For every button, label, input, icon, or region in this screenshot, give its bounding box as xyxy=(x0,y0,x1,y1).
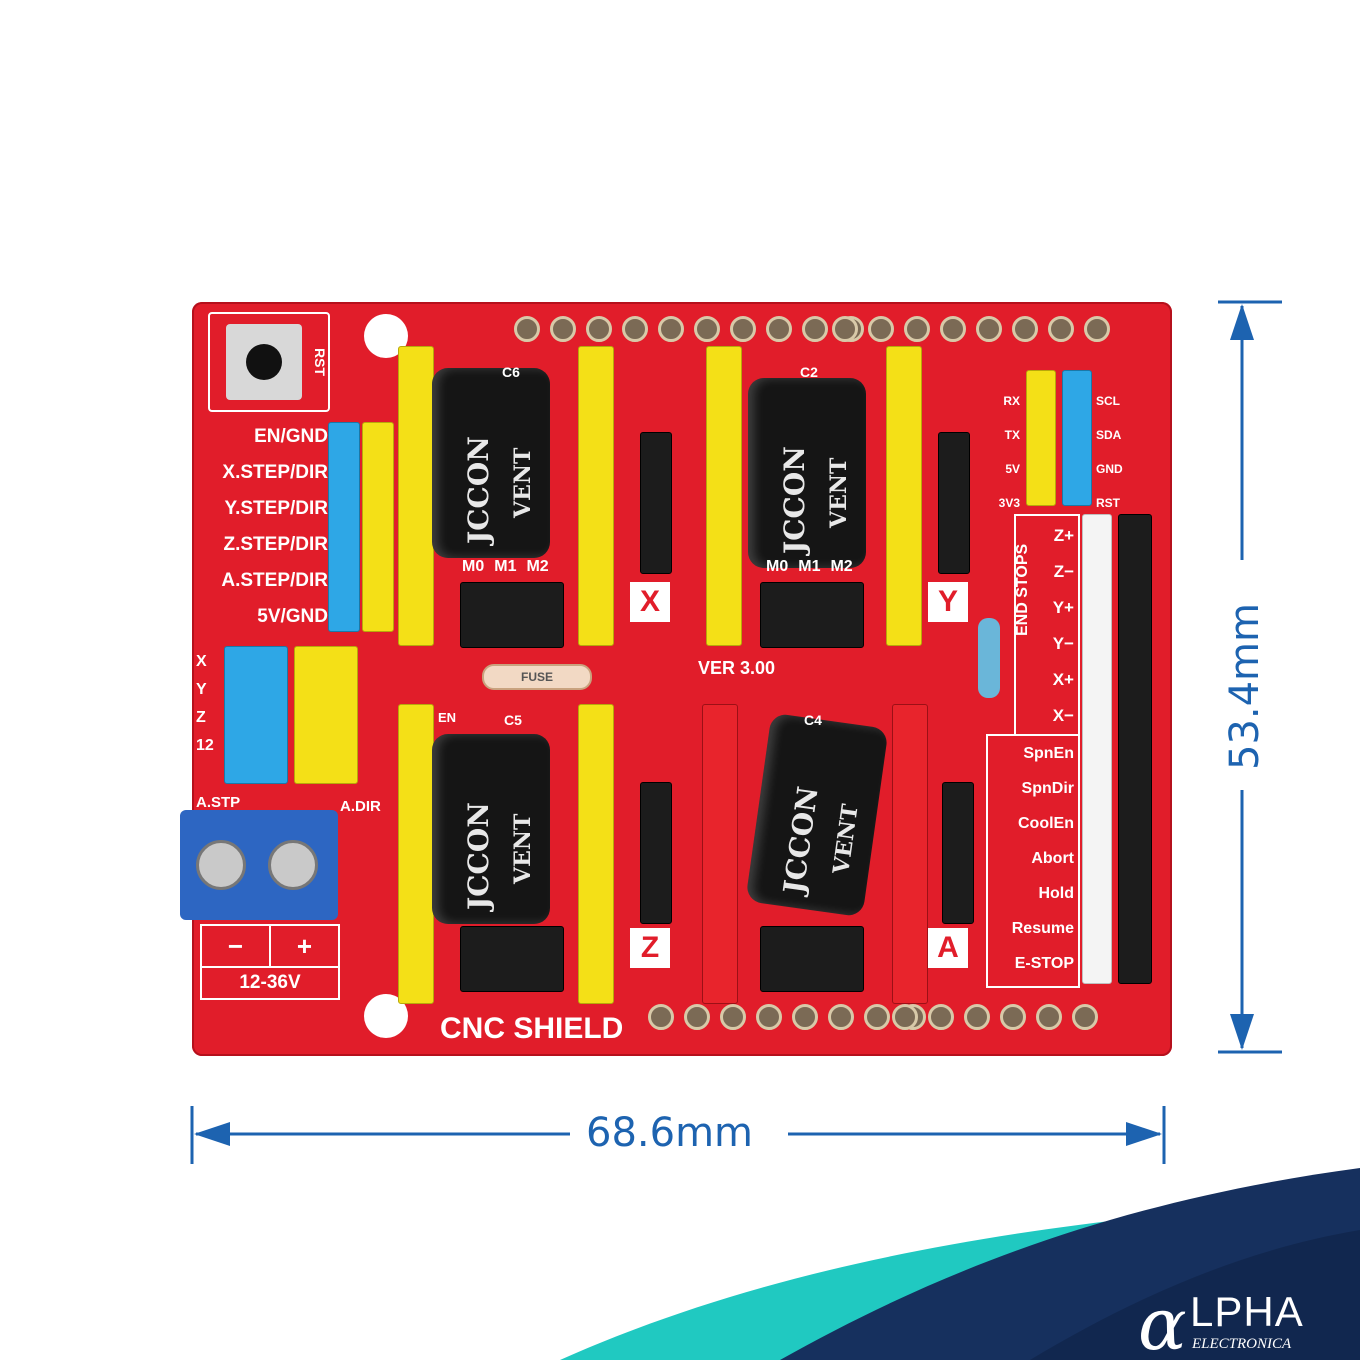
top-header xyxy=(514,316,864,342)
endstop-header-black xyxy=(1118,514,1152,984)
capacitor-brand: JCCON xyxy=(462,802,495,910)
microstep-jumpers-z[interactable] xyxy=(460,926,564,992)
microstep-jumpers-x[interactable] xyxy=(460,582,564,648)
width-dimension xyxy=(190,1106,1166,1164)
driver-z-socket-left xyxy=(398,704,434,1004)
endstop-header-white xyxy=(1082,514,1112,984)
motor-header-y xyxy=(938,432,970,574)
label-x-step-dir: X.STEP/DIR xyxy=(222,462,328,483)
brand-name: LPHA xyxy=(1190,1288,1304,1335)
i2c-labels: SCL SDA GND RST xyxy=(1096,394,1123,510)
axis-jumper-blue xyxy=(224,646,288,784)
axis-badge-a: A xyxy=(928,928,968,968)
width-label: 68.6mm xyxy=(586,1110,753,1156)
reset-button[interactable]: RST xyxy=(208,312,330,412)
capacitor-x: JCCON VENT xyxy=(432,368,550,558)
axis-badge-x: X xyxy=(630,582,670,622)
brand-sub: ELECTRONICA xyxy=(1192,1336,1292,1352)
bottom-header-2 xyxy=(892,1004,1098,1030)
left-header-yellow xyxy=(362,422,394,632)
label-en-gnd: EN/GND xyxy=(254,426,328,447)
driver-a-socket-right xyxy=(892,704,928,1004)
capacitor-brand: JCCON xyxy=(778,446,811,554)
resistor xyxy=(978,618,1000,698)
brand-swoosh xyxy=(560,1168,1360,1360)
driver-x-socket-right xyxy=(578,346,614,646)
screw-icon xyxy=(268,840,318,890)
power-polarity: − + xyxy=(200,924,340,968)
left-header-blue xyxy=(328,422,360,632)
driver-y-socket-left xyxy=(706,346,742,646)
label-y-step-dir: Y.STEP/DIR xyxy=(224,498,328,519)
axis-labels: X Y Z 12 xyxy=(196,648,218,760)
driver-x-socket-left xyxy=(398,346,434,646)
serial-labels: RX TX 5V 3V3 xyxy=(998,394,1020,510)
height-label: 53.4mm xyxy=(1222,603,1268,770)
height-dimension xyxy=(1218,300,1282,1054)
capacitor-brand: JCCON xyxy=(462,436,495,544)
capacitor-sub: VENT xyxy=(510,447,536,518)
power-minus: − xyxy=(202,926,271,966)
end-stops-box: END STOPS Z+ Z− Y+ Y− X+ X− xyxy=(1014,514,1080,736)
driver-z-socket-right xyxy=(578,704,614,1004)
label-a-stp: A.STP xyxy=(196,794,241,811)
motor-header-a xyxy=(942,782,974,924)
motor-header-x xyxy=(640,432,672,574)
end-stop-labels: Z+ Z− Y+ Y− X+ X− xyxy=(1052,526,1074,725)
axis-badge-y: Y xyxy=(928,582,968,622)
axis-label-y: Y xyxy=(196,681,207,698)
board-title: CNC SHIELD xyxy=(440,1012,624,1045)
axis-label-12: 12 xyxy=(196,737,214,754)
cnc-shield-board: RST EN/GND X.STEP/DIR Y.STEP/DIR Z.STEP/… xyxy=(180,302,1172,1056)
bottom-header xyxy=(648,1004,926,1030)
cap-label-z: C5 xyxy=(504,712,522,728)
fuse-label: FUSE xyxy=(520,670,553,684)
label-5v-gnd: 5V/GND xyxy=(257,606,328,627)
capacitor-sub: VENT xyxy=(510,813,536,884)
capacitor-sub: VENT xyxy=(826,457,852,528)
cap-label-y: C2 xyxy=(800,364,818,380)
driver-y-socket-right xyxy=(886,346,922,646)
version-label: VER 3.00 xyxy=(698,658,776,678)
microstep-jumpers-a[interactable] xyxy=(760,926,864,992)
serial-header xyxy=(1026,370,1056,506)
control-labels: SpnEn SpnDir CoolEn Abort Hold Resume E-… xyxy=(1011,745,1074,972)
brand-alpha: α xyxy=(1138,1282,1187,1366)
label-z-step-dir: Z.STEP/DIR xyxy=(223,534,328,555)
axis-label-z: Z xyxy=(196,709,206,726)
brand-logo: α LPHA ELECTRONICA xyxy=(1138,1282,1303,1366)
reset-label: RST xyxy=(312,348,328,376)
screw-icon xyxy=(196,840,246,890)
label-a-dir: A.DIR xyxy=(340,798,381,815)
motor-header-z xyxy=(640,782,672,924)
capacitor-sub: VENT xyxy=(828,802,864,876)
en-label-z: EN xyxy=(438,710,457,725)
capacitor-a: JCCON VENT xyxy=(745,712,889,918)
top-header-2 xyxy=(832,316,1110,342)
axis-jumper-yellow xyxy=(294,646,358,784)
left-labels: EN/GND X.STEP/DIR Y.STEP/DIR Z.STEP/DIR … xyxy=(198,426,328,642)
power-voltage: 12-36V xyxy=(200,966,340,1000)
axis-label-x: X xyxy=(196,653,207,670)
label-a-step-dir: A.STEP/DIR xyxy=(221,570,328,591)
control-box: SpnEn SpnDir CoolEn Abort Hold Resume E-… xyxy=(986,734,1080,988)
power-terminal[interactable] xyxy=(180,810,338,920)
driver-a-socket-left xyxy=(702,704,738,1004)
cap-label-a: C4 xyxy=(804,712,822,728)
power-plus: + xyxy=(296,931,313,961)
axis-badge-z: Z xyxy=(630,928,670,968)
end-stops-title: END STOPS xyxy=(1014,543,1031,636)
i2c-header xyxy=(1062,370,1092,506)
capacitor-y: JCCON VENT xyxy=(748,378,866,568)
fuse: FUSE xyxy=(482,664,592,690)
capacitor-z: JCCON VENT xyxy=(432,734,550,924)
microstep-jumpers-y[interactable] xyxy=(760,582,864,648)
capacitor-brand: JCCON xyxy=(777,784,825,896)
cap-label-x: C6 xyxy=(502,364,520,380)
